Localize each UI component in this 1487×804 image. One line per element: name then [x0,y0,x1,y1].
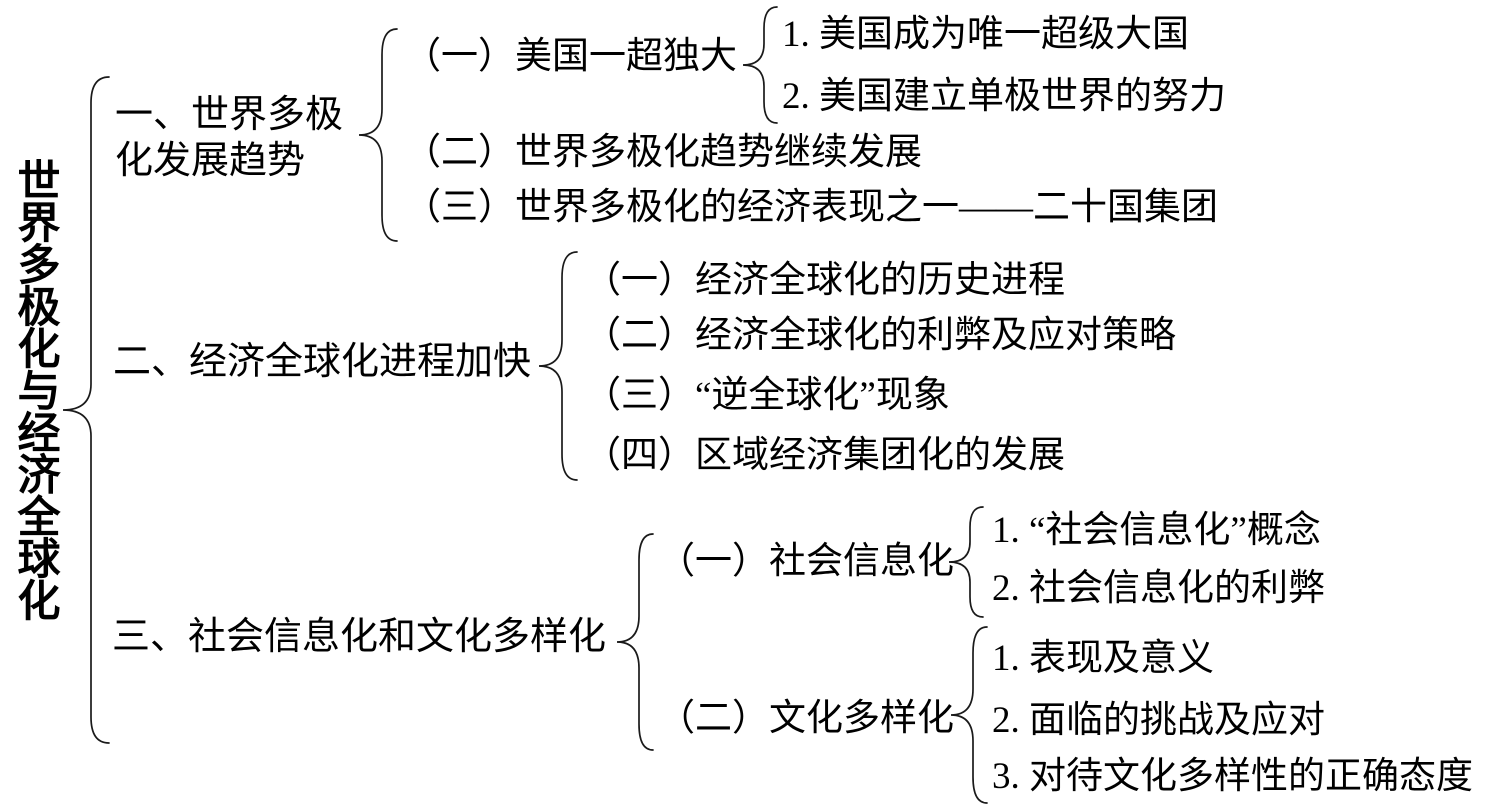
item-3-1-label: （一）社会信息化 [658,541,954,582]
item-2-3-label: （三）“逆全球化”现象 [584,375,950,416]
subitem-1-1-1-label: 1. 美国成为唯一超级大国 [782,14,1189,55]
brace-root [62,76,110,744]
brace-item-3-2 [950,626,988,804]
brace-branch-2 [538,251,578,481]
branch-2-label: 二、经济全球化进程加快 [113,341,532,383]
branch-3-label: 三、社会信息化和文化多样化 [112,616,607,658]
brace-item-3-1 [948,506,984,618]
subitem-3-2-1-label: 1. 表现及意义 [992,638,1214,679]
item-2-2-label: （二）经济全球化的利弊及应对策略 [584,315,1176,356]
brace-item-1-1 [742,6,778,124]
brace-branch-1 [358,28,398,242]
item-2-4-label: （四）区域经济集团化的发展 [584,435,1065,476]
item-3-2-label: （二）文化多样化 [658,698,954,739]
subitem-3-1-2-label: 2. 社会信息化的利弊 [992,568,1325,609]
item-1-1-label: （一）美国一超独大 [404,36,737,77]
subitem-3-2-3-label: 3. 对待文化多样性的正确态度 [992,756,1473,797]
subitem-3-2-2-label: 2. 面临的挑战及应对 [992,700,1325,741]
item-1-2-label: （二）世界多极化趋势继续发展 [404,132,922,173]
item-1-3-label: （三）世界多极化的经济表现之一——二十国集团 [404,187,1218,228]
subitem-1-1-2-label: 2. 美国建立单极世界的努力 [782,76,1226,117]
root-label: 世界多极化与经济全球化 [11,158,58,620]
subitem-3-1-1-label: 1. “社会信息化”概念 [992,510,1321,551]
brace-branch-3 [616,533,654,751]
branch-1-label: 一、世界多极化发展趋势 [115,94,344,182]
item-2-1-label: （一）经济全球化的历史进程 [584,260,1065,301]
